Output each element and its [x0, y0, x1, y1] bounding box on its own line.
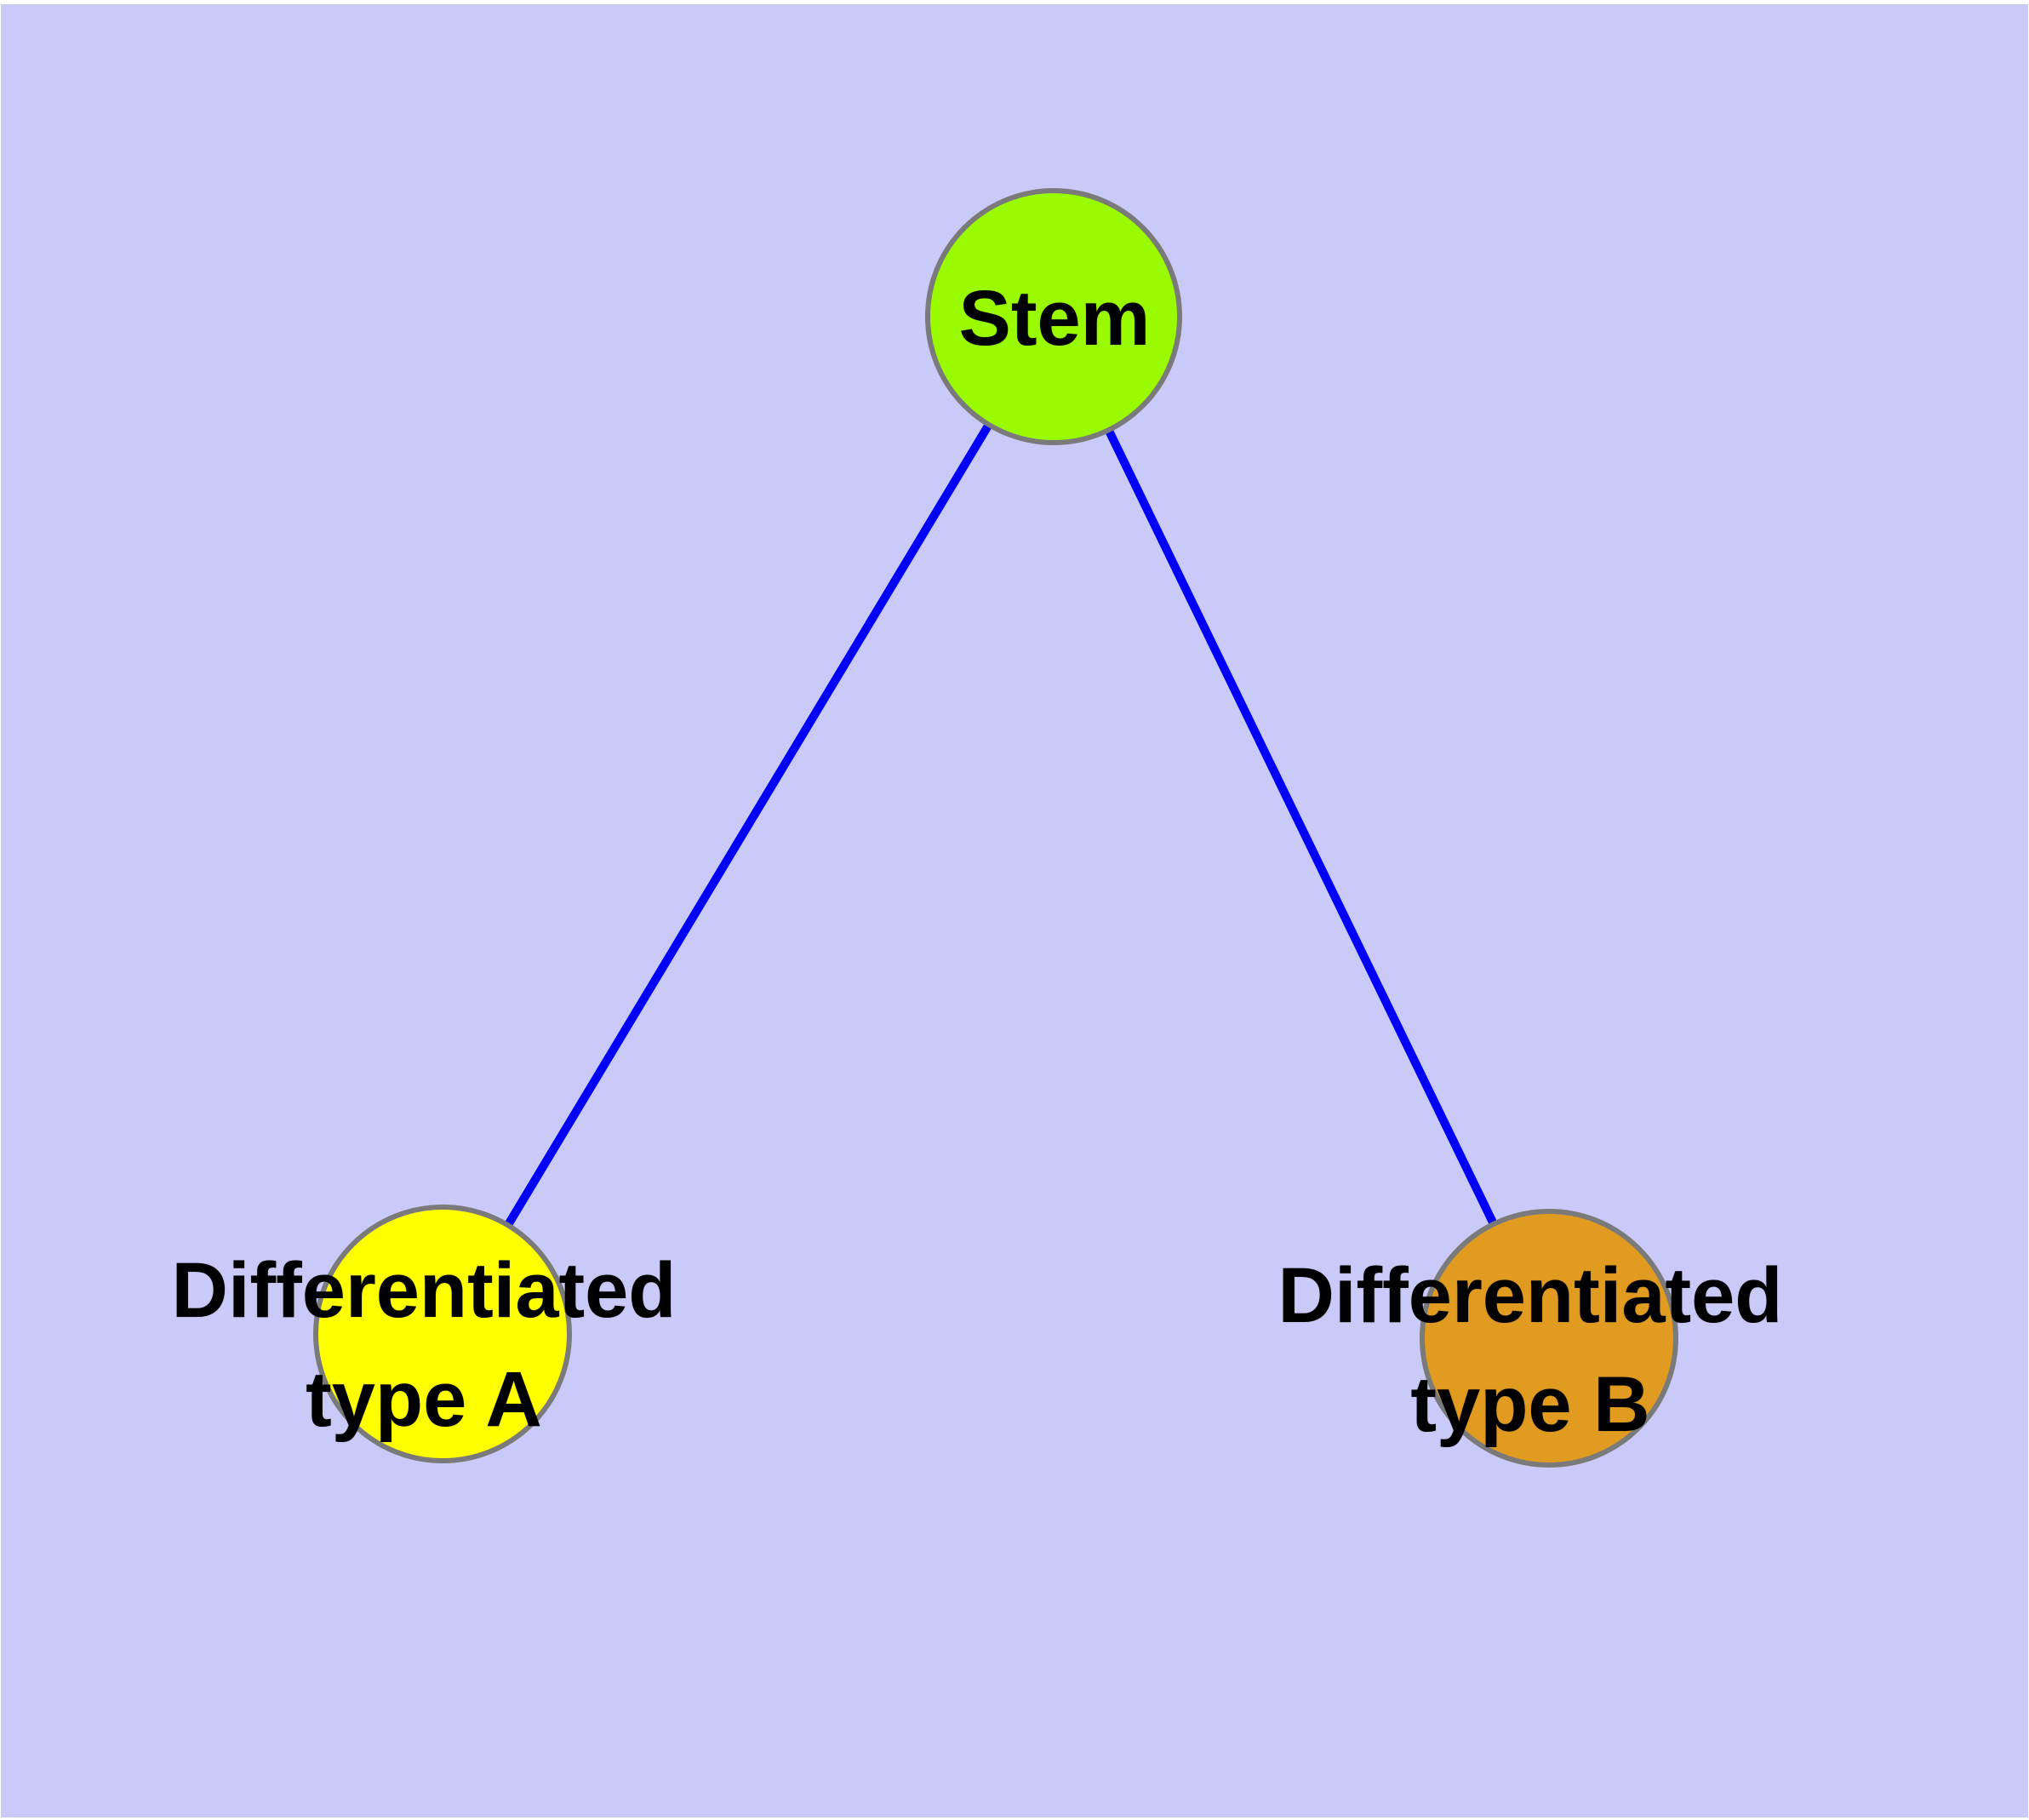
edge-stem-to-type-a [438, 314, 1058, 1336]
node-type-b-circle[interactable] [1420, 1209, 1678, 1468]
node-type-a-circle[interactable] [313, 1205, 572, 1463]
node-stem-circle[interactable] [925, 188, 1182, 445]
edge-stem-to-type-b [1049, 314, 1553, 1341]
